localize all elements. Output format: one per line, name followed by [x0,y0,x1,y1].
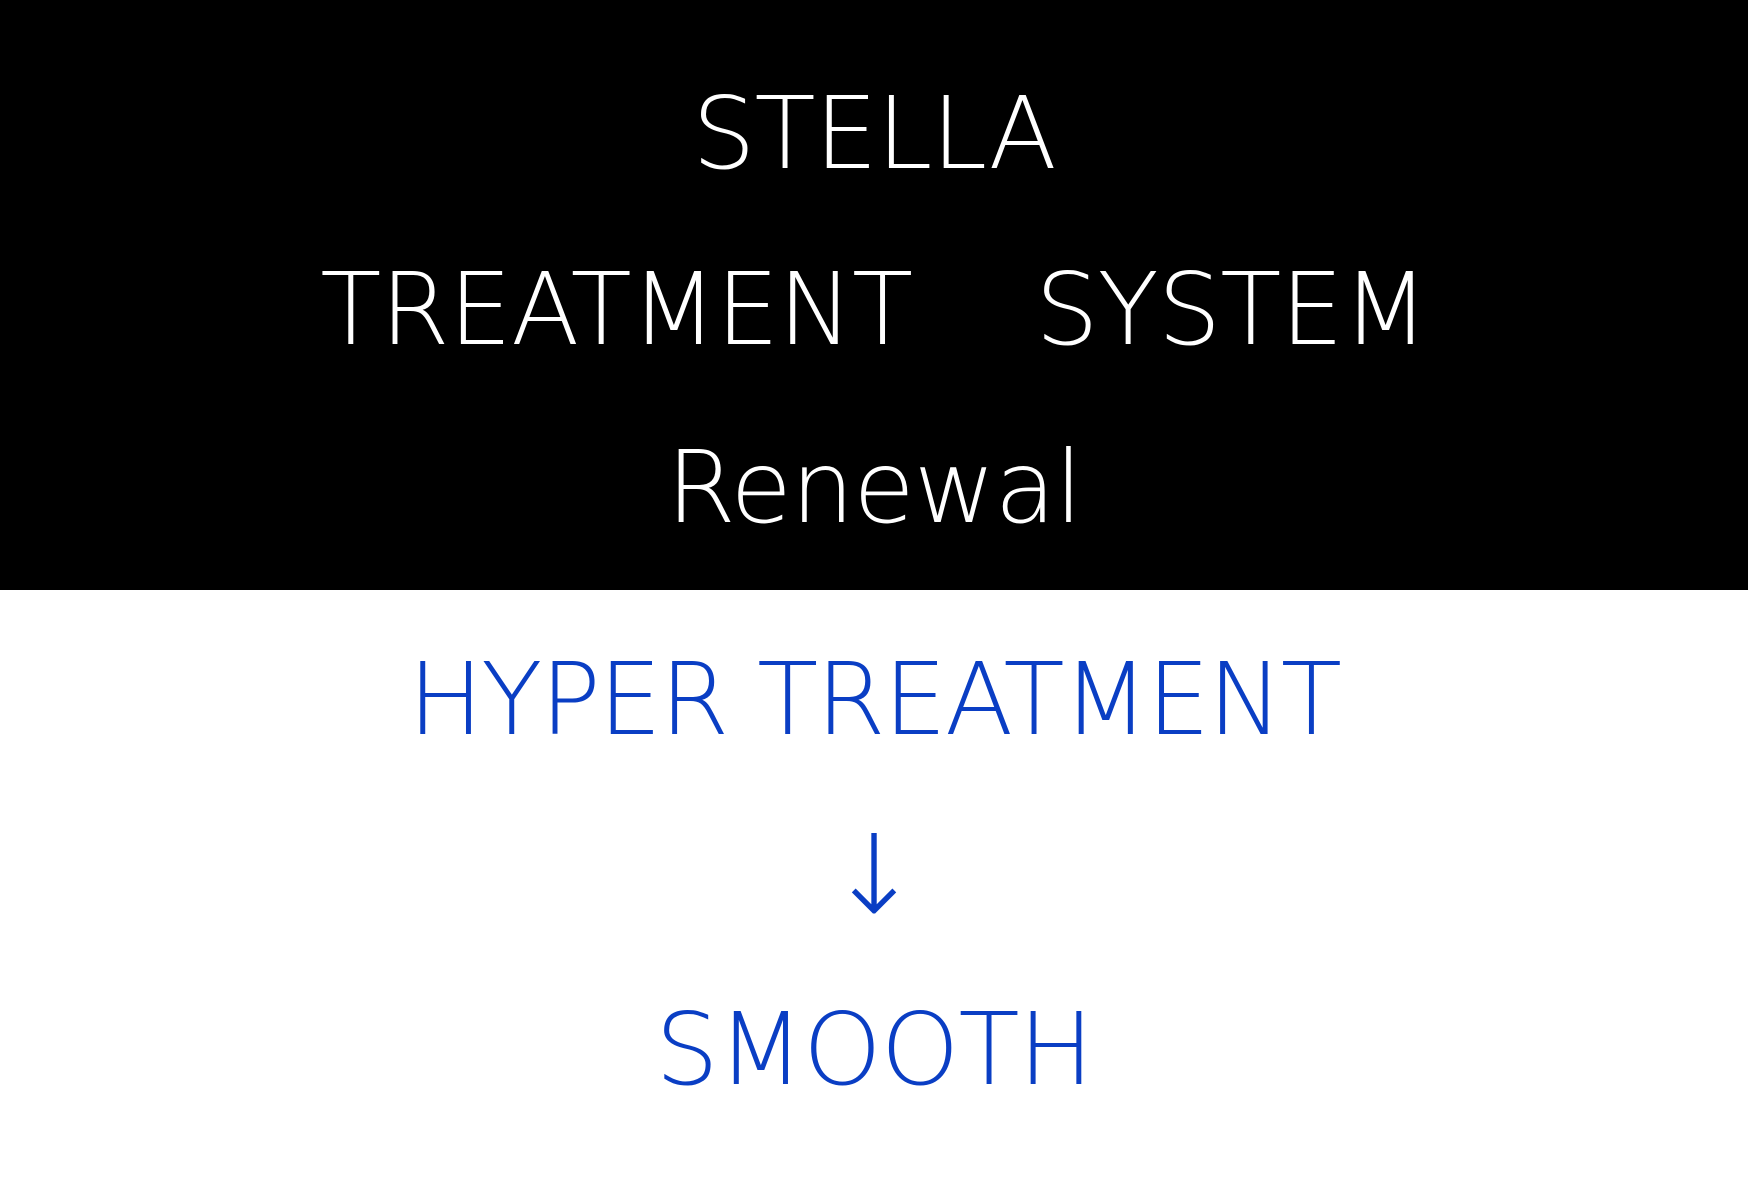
old-product-name: HYPER TREATMENT [408,641,1342,758]
down-arrow-icon: ↓ [827,811,921,939]
new-product-name: SMOOTH [655,991,1093,1108]
header-panel: STELLA TREATMENT SYSTEM Renewal [0,0,1748,590]
renewal-label: Renewal [666,429,1082,546]
system-title: TREATMENT SYSTEM [320,251,1429,368]
brand-title: STELLA [692,75,1057,192]
